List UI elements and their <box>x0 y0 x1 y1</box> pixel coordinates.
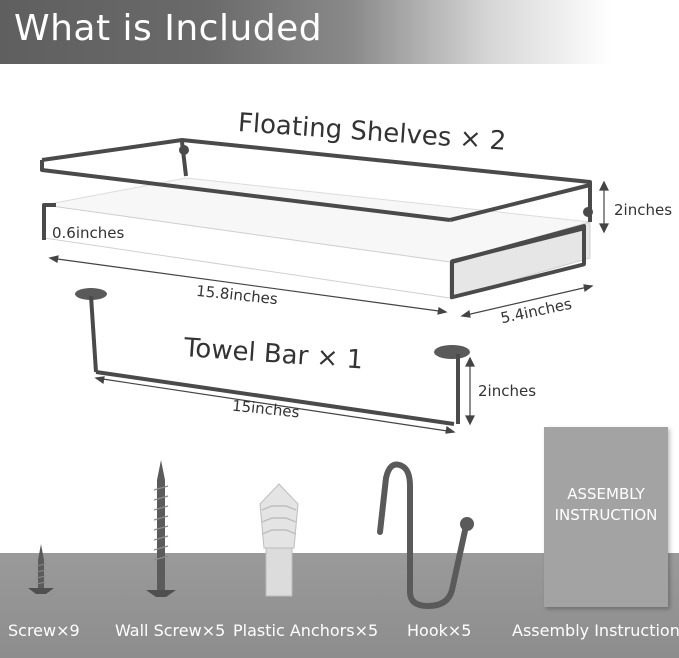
towel-bar-height-label: 2inches <box>478 382 537 400</box>
floating-shelf-illustration <box>40 138 593 300</box>
plastic-anchor-icon <box>259 483 299 597</box>
shelf-dimension-lines <box>48 180 609 318</box>
booklet-title: ASSEMBLY INSTRUCTION <box>554 485 658 524</box>
part-label-screw: Screw×9 <box>8 621 80 640</box>
part-label-assembly-instruction: Assembly Instruction <box>512 621 679 640</box>
part-label-plastic-anchors: Plastic Anchors×5 <box>233 621 379 640</box>
part-label-wall-screw: Wall Screw×5 <box>115 621 226 640</box>
screw-icon <box>28 544 54 594</box>
assembly-booklet: ASSEMBLY INSTRUCTION <box>544 427 668 607</box>
wall-screw-icon <box>146 460 176 597</box>
hook-icon <box>377 461 474 610</box>
towel-bar-illustration <box>75 288 470 426</box>
towel-bar-dimension-lines <box>94 356 475 434</box>
shelf-height-label: 2inches <box>614 201 673 219</box>
page-title: What is Included <box>14 8 323 49</box>
header-banner: What is Included <box>0 0 679 64</box>
shelf-thickness-label: 0.6inches <box>52 224 125 242</box>
part-label-hook: Hook×5 <box>407 621 472 640</box>
